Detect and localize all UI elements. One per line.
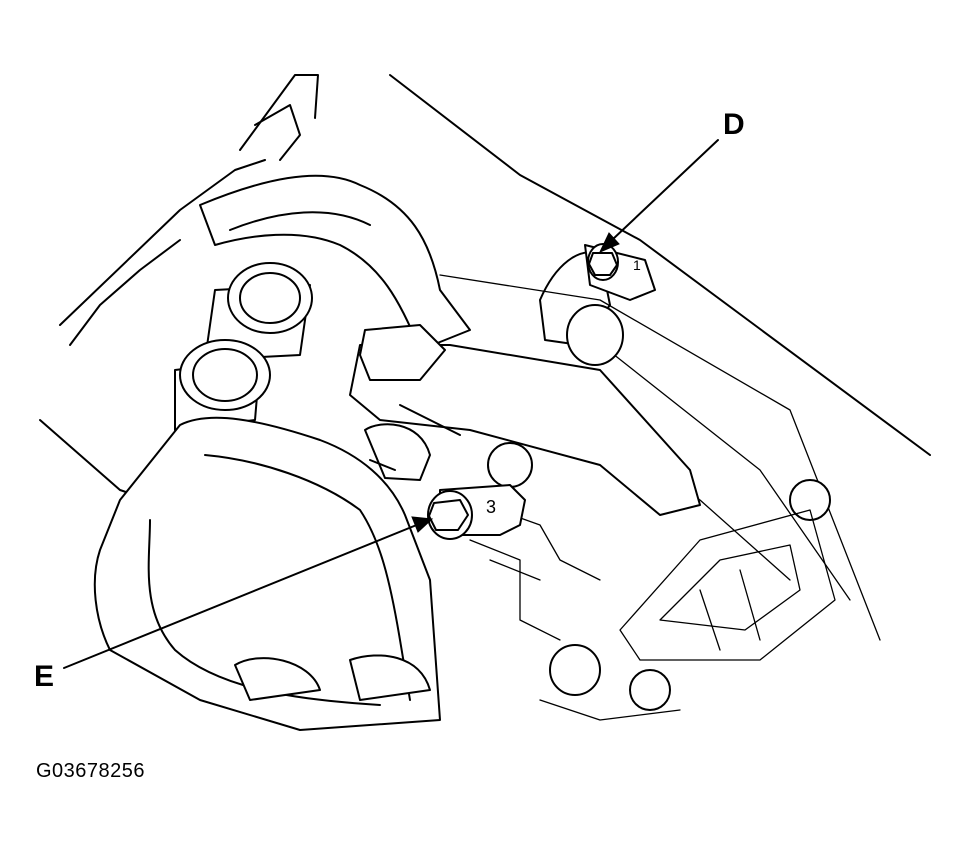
arrowhead-e	[411, 516, 434, 533]
callout-e-label: E	[34, 660, 55, 693]
coolant-hose	[199, 174, 471, 351]
leader-lines	[63, 139, 719, 669]
leader-line-e	[63, 521, 425, 669]
arrowhead-d	[598, 232, 620, 253]
bolt-e-head	[428, 499, 469, 531]
background-edges	[39, 74, 931, 641]
leader-line-d	[611, 139, 719, 241]
part-number-3: 3	[486, 497, 496, 517]
transmission-housing	[469, 442, 836, 721]
bolt-e-assembly: 3	[427, 484, 526, 540]
bolt-d-assembly: 1	[584, 243, 656, 301]
cover-plate	[93, 416, 441, 731]
bracket-arm	[349, 251, 701, 516]
figure-code: G03678256	[36, 760, 146, 782]
callout-d-label: D	[723, 108, 745, 141]
pipe-stubs	[174, 262, 313, 431]
part-number-1: 1	[633, 257, 641, 273]
